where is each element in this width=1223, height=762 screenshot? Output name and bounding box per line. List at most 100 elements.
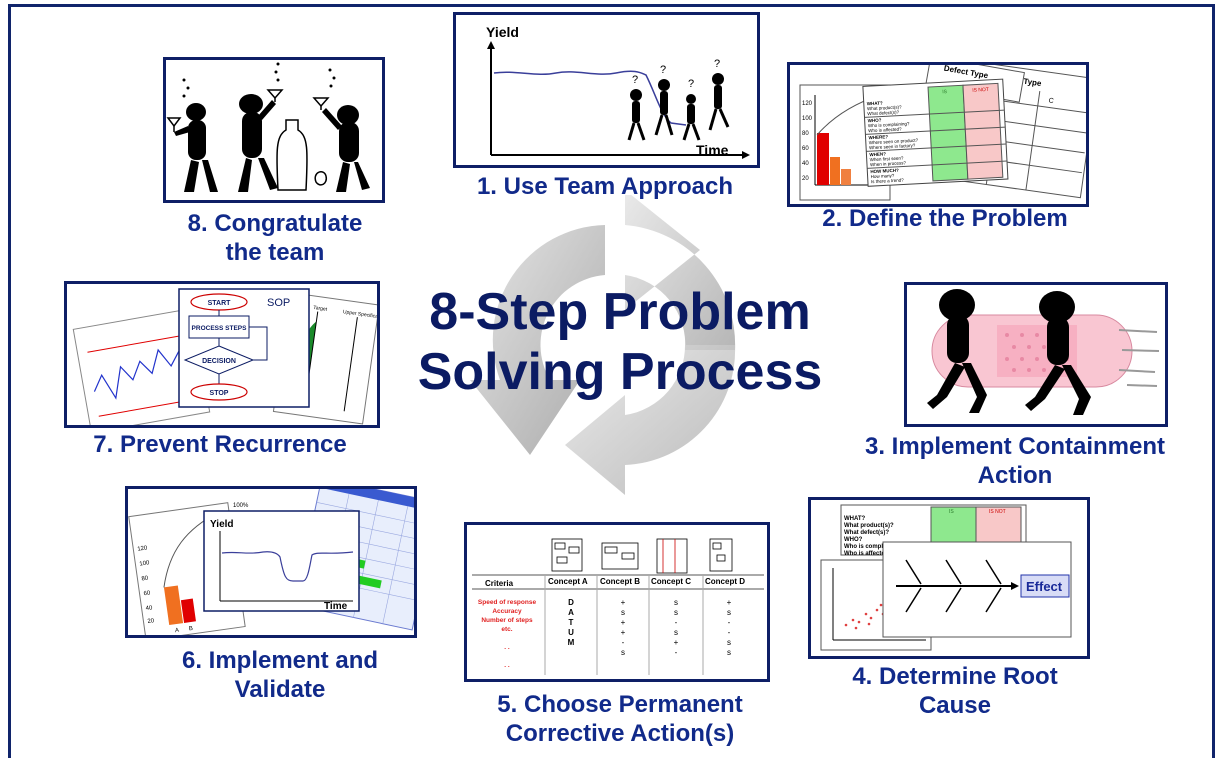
svg-text:U: U — [568, 628, 574, 637]
svg-text:WHAT?: WHAT? — [844, 516, 866, 522]
confused-people-icon — [627, 73, 730, 141]
svg-text:Target: Target — [313, 305, 328, 313]
svg-text:Who is complaining?: Who is complaining? — [868, 121, 910, 128]
step-8-panel — [163, 57, 385, 203]
svg-text:+: + — [674, 638, 679, 647]
svg-text:A: A — [568, 608, 574, 617]
svg-text:-: - — [728, 618, 731, 627]
svg-text:B: B — [189, 626, 194, 633]
svg-text:WHERE?: WHERE? — [868, 134, 888, 140]
svg-text:80: 80 — [802, 131, 809, 137]
svg-text:A: A — [175, 628, 180, 635]
svg-text:IS: IS — [949, 509, 954, 515]
svg-text:WHAT?: WHAT? — [867, 100, 883, 106]
svg-text:IS NOT: IS NOT — [972, 87, 989, 94]
svg-text:20: 20 — [802, 176, 809, 182]
svg-text:M: M — [568, 638, 575, 647]
step-1-caption: 1. Use Team Approach — [476, 173, 734, 200]
svg-text:Is there a trend?: Is there a trend? — [871, 177, 904, 184]
svg-text:Concept B: Concept B — [600, 577, 640, 586]
svg-text:PROCESS STEPS: PROCESS STEPS — [192, 325, 248, 332]
svg-text:100: 100 — [802, 116, 813, 122]
svg-text:WHEN?: WHEN? — [869, 151, 886, 157]
svg-text:When first seen?: When first seen? — [870, 155, 904, 162]
svg-text:120: 120 — [137, 545, 148, 552]
step-2-caption: 2. Define the Problem — [822, 205, 1068, 232]
svg-text:+: + — [727, 598, 732, 607]
svg-text:+: + — [621, 598, 626, 607]
svg-text:Number of steps: Number of steps — [481, 617, 533, 624]
svg-text:40: 40 — [802, 161, 809, 167]
svg-text:?: ? — [714, 58, 720, 70]
svg-text:START: START — [208, 300, 232, 307]
svg-text:-: - — [675, 618, 678, 627]
svg-text:Accuracy: Accuracy — [492, 608, 522, 615]
svg-text:STOP: STOP — [210, 390, 229, 397]
svg-text:How many?: How many? — [870, 173, 894, 179]
svg-text:-: - — [675, 648, 678, 657]
svg-text:?: ? — [660, 64, 666, 76]
svg-text:What defect(s)?: What defect(s)? — [867, 110, 899, 117]
svg-text:What product(s)?: What product(s)? — [867, 104, 902, 111]
svg-text:Criteria: Criteria — [485, 579, 514, 588]
svg-text:D: D — [568, 598, 574, 607]
svg-text:When in process?: When in process? — [870, 160, 907, 167]
svg-text:WHO?: WHO? — [868, 118, 882, 124]
svg-text:Time: Time — [324, 601, 348, 612]
svg-text:Concept A: Concept A — [548, 577, 588, 586]
step-1-x-label: Time — [696, 142, 729, 158]
svg-text:-: - — [622, 638, 625, 647]
step-1-y-label: Yield — [486, 24, 519, 40]
svg-text:s: s — [727, 638, 731, 647]
svg-text:s: s — [674, 628, 678, 637]
step-4-caption: 4. Determine Root Cause — [852, 663, 1058, 719]
svg-text:What product(s)?: What product(s)? — [844, 523, 894, 529]
effect-label: Effect — [1026, 579, 1063, 594]
step-3-panel — [904, 282, 1168, 427]
svg-text:s: s — [727, 648, 731, 657]
svg-text:WHO?: WHO? — [844, 537, 863, 543]
step-2-panel: Product Type A B C Defect Type 120 100 8… — [787, 62, 1089, 207]
svg-text:?: ? — [632, 74, 638, 86]
title-line-2: Solving Process — [417, 343, 823, 401]
svg-text:IS NOT: IS NOT — [989, 509, 1006, 515]
step-6-caption: 6. Implement and Validate — [181, 647, 379, 703]
concept-sketches-icon — [551, 538, 733, 574]
svg-text:120: 120 — [802, 101, 813, 107]
svg-text:IS: IS — [942, 89, 948, 95]
svg-text:. .: . . — [504, 662, 510, 669]
svg-text:-: - — [728, 628, 731, 637]
svg-text:Concept C: Concept C — [651, 577, 691, 586]
svg-text:What defect(s)?: What defect(s)? — [844, 530, 889, 536]
svg-text:100%: 100% — [233, 503, 249, 509]
svg-text:s: s — [674, 598, 678, 607]
svg-text:?: ? — [688, 78, 694, 90]
svg-text:HOW MUCH?: HOW MUCH? — [870, 168, 899, 174]
svg-text:C: C — [1048, 97, 1054, 105]
svg-text:s: s — [621, 608, 625, 617]
celebrating-people-icon — [166, 62, 370, 192]
svg-text:Who is affected?: Who is affected? — [844, 551, 892, 557]
svg-text:+: + — [621, 628, 626, 637]
svg-text:Yield: Yield — [210, 519, 234, 530]
svg-text:80: 80 — [141, 575, 149, 582]
step-1-panel: Yield Time ? ? ? ? — [453, 12, 760, 168]
bandage-carriers-icon — [927, 289, 1160, 415]
svg-text:60: 60 — [143, 590, 151, 597]
svg-text:s: s — [621, 648, 625, 657]
svg-text:T: T — [569, 618, 574, 627]
svg-text:etc.: etc. — [501, 626, 512, 633]
svg-text:40: 40 — [145, 605, 153, 612]
svg-text:s: s — [674, 608, 678, 617]
step-5-caption: 5. Choose Permanent Corrective Action(s) — [497, 691, 743, 747]
svg-text:Who is complaining?: Who is complaining? — [844, 544, 905, 550]
slide-frame — [8, 4, 1215, 758]
step-7-panel: Target Upper Specification Limit SOP STA… — [64, 281, 380, 428]
svg-text:SOP: SOP — [267, 297, 290, 309]
step-3-caption: 3. Implement Containment Action — [864, 433, 1166, 489]
svg-text:Concept D: Concept D — [705, 577, 745, 586]
title-line-1: 8-Step Problem — [429, 283, 811, 341]
svg-text:60: 60 — [802, 146, 809, 152]
page-title: 8-Step Problem Solving Process — [380, 282, 860, 402]
